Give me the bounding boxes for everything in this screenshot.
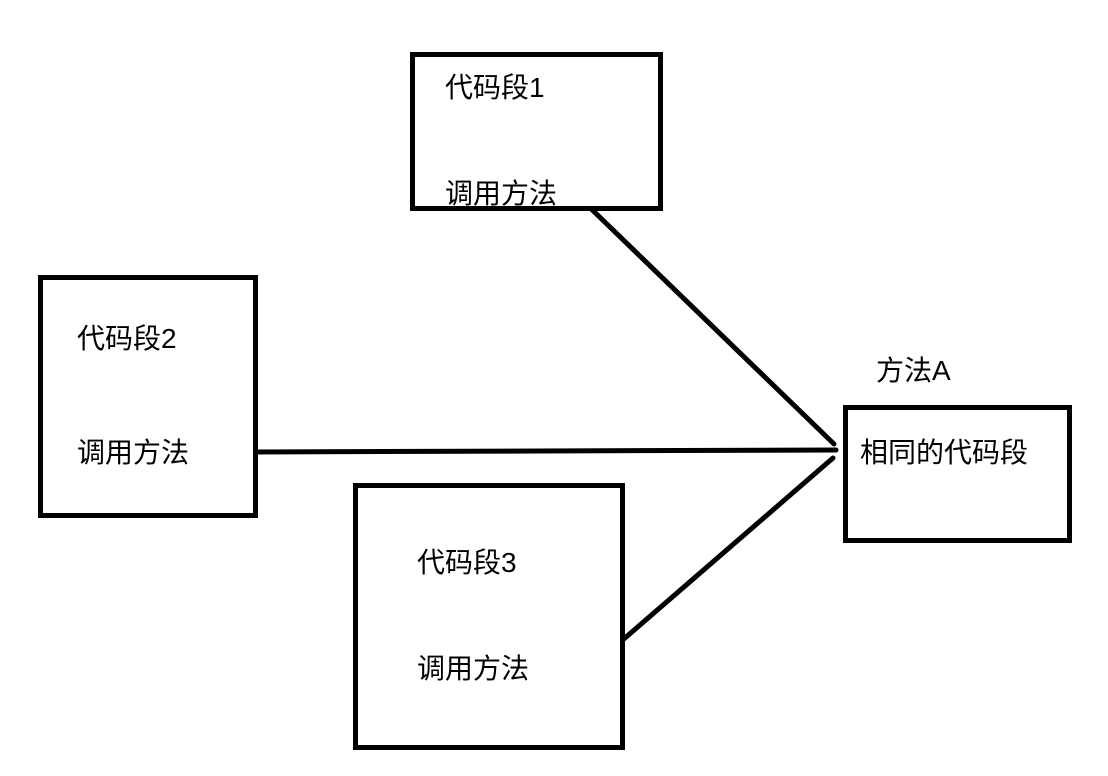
node-box-code-segment-3: 代码段3 调用方法 [353, 483, 625, 750]
node-body-code-segment-1: 调用方法 [445, 178, 558, 209]
node-box-method-a: 相同的代码段 [843, 405, 1072, 543]
node-box-code-segment-1: 代码段1 调用方法 [410, 52, 663, 211]
node-title-code-segment-1: 代码段1 [445, 72, 545, 103]
node-body-code-segment-2: 调用方法 [77, 437, 190, 468]
connector-line-code1-to-methodA [578, 196, 837, 447]
node-body-code-segment-3: 调用方法 [417, 653, 530, 684]
node-title-code-segment-2: 代码段2 [77, 323, 177, 354]
node-box-code-segment-2: 代码段2 调用方法 [38, 275, 258, 518]
floating-label-method-a-caption: 方法A [876, 355, 951, 386]
node-body-method-a: 相同的代码段 [860, 437, 1029, 468]
node-title-code-segment-3: 代码段3 [417, 547, 517, 578]
connector-line-code2-to-methodA [237, 447, 839, 455]
